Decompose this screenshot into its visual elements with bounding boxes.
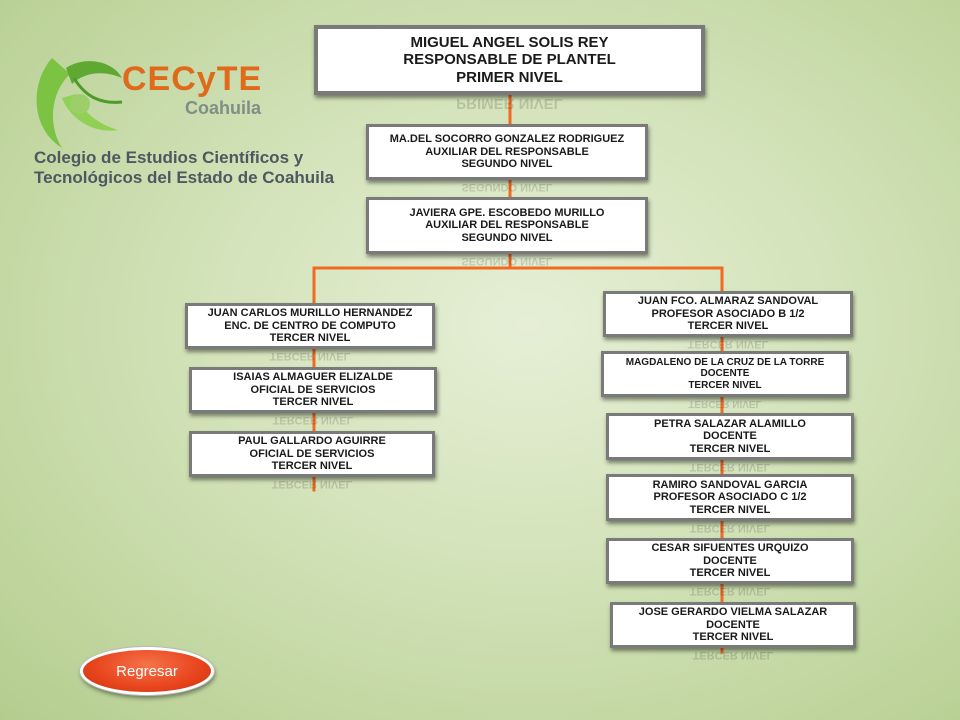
node-reflection: TERCER NIVEL xyxy=(269,350,351,361)
org-node-right-4: RAMIRO SANDOVAL GARCIA PROFESOR ASOCIADO… xyxy=(606,474,854,521)
node-reflection: TERCER NIVEL xyxy=(689,461,771,472)
node-reflection: TERCER NIVEL xyxy=(271,478,353,489)
org-node-right-5: CESAR SIFUENTES URQUIZO DOCENTE TERCER N… xyxy=(606,538,854,584)
node-role: DOCENTE xyxy=(700,368,750,380)
node-role: OFICIAL DE SERVICIOS xyxy=(250,383,376,396)
node-level: TERCER NIVEL xyxy=(688,379,762,391)
node-name: PETRA SALAZAR ALAMILLO xyxy=(654,417,806,430)
node-level: TERCER NIVEL xyxy=(689,567,771,580)
node-role: AUXILIAR DEL RESPONSABLE xyxy=(425,145,589,158)
node-name: JUAN FCO. ALMARAZ SANDOVAL xyxy=(637,295,819,308)
org-node-right-1: JUAN FCO. ALMARAZ SANDOVAL PROFESOR ASOC… xyxy=(603,291,853,337)
node-reflection: TERCER NIVEL xyxy=(688,398,762,408)
node-level: TERCER NIVEL xyxy=(271,460,353,473)
org-node-auxiliar-2: JAVIERA GPE. ESCOBEDO MURILLO AUXILIAR D… xyxy=(366,197,648,254)
node-level: TERCER NIVEL xyxy=(692,631,774,644)
node-role: DOCENTE xyxy=(706,618,760,631)
node-role: PROFESOR ASOCIADO B 1/2 xyxy=(651,307,805,320)
node-name: RAMIRO SANDOVAL GARCIA xyxy=(652,478,808,491)
logo-name: CECyTE xyxy=(122,60,263,98)
org-node-right-6: JOSE GERARDO VIELMA SALAZAR DOCENTE TERC… xyxy=(610,602,856,648)
node-role: AUXILIAR DEL RESPONSABLE xyxy=(425,219,589,232)
logo-line-2: Tecnológicos del Estado de Coahuila xyxy=(34,168,335,188)
node-reflection: TERCER NIVEL xyxy=(689,522,771,533)
node-name: JAVIERA GPE. ESCOBEDO MURILLO xyxy=(409,206,605,219)
node-role: PROFESOR ASOCIADO C 1/2 xyxy=(653,491,807,504)
org-node-left-1: JUAN CARLOS MURILLO HERNANDEZ ENC. DE CE… xyxy=(185,303,435,349)
node-name: MA.DEL SOCORRO GONZALEZ RODRIGUEZ xyxy=(389,133,625,146)
node-level: PRIMER NIVEL xyxy=(456,68,563,86)
regresar-button[interactable]: Regresar xyxy=(80,647,214,695)
org-node-left-3: PAUL GALLARDO AGUIRRE OFICIAL DE SERVICI… xyxy=(189,431,435,477)
node-name: ISAIAS ALMAGUER ELIZALDE xyxy=(233,371,393,384)
node-level: TERCER NIVEL xyxy=(272,396,354,409)
org-node-left-2: ISAIAS ALMAGUER ELIZALDE OFICIAL DE SERV… xyxy=(189,367,437,413)
node-role: DOCENTE xyxy=(703,430,757,443)
node-name: MAGDALENO DE LA CRUZ DE LA TORRE xyxy=(625,356,825,368)
node-level: TERCER NIVEL xyxy=(689,442,771,455)
node-level: TERCER NIVEL xyxy=(687,320,769,333)
logo-state: Coahuila xyxy=(185,98,262,118)
node-reflection: TERCER NIVEL xyxy=(689,585,771,596)
cecyte-emblem-icon xyxy=(36,58,123,148)
logo-line-1: Colegio de Estudios Científicos y xyxy=(34,148,304,167)
node-reflection: TERCER NIVEL xyxy=(272,414,354,425)
node-reflection: TERCER NIVEL xyxy=(687,338,769,349)
node-name: PAUL GALLARDO AGUIRRE xyxy=(238,435,386,448)
logo-institution-name: Colegio de Estudios Científicos y Tecnol… xyxy=(34,148,334,189)
node-role: ENC. DE CENTRO DE COMPUTO xyxy=(224,319,396,332)
node-level: TERCER NIVEL xyxy=(269,332,351,345)
node-reflection: SEGUNDO NIVEL xyxy=(461,181,553,192)
node-level: SEGUNDO NIVEL xyxy=(461,231,553,244)
node-reflection: TERCER NIVEL xyxy=(692,649,774,660)
node-role: DOCENTE xyxy=(703,554,757,567)
org-node-right-2: MAGDALENO DE LA CRUZ DE LA TORRE DOCENTE… xyxy=(601,351,849,397)
node-name: CESAR SIFUENTES URQUIZO xyxy=(651,542,809,555)
node-name: JOSE GERARDO VIELMA SALAZAR xyxy=(638,606,828,619)
node-name: JUAN CARLOS MURILLO HERNANDEZ xyxy=(207,307,413,320)
node-role: OFICIAL DE SERVICIOS xyxy=(249,447,375,460)
org-node-auxiliar-1: MA.DEL SOCORRO GONZALEZ RODRIGUEZ AUXILI… xyxy=(366,124,648,180)
org-node-right-3: PETRA SALAZAR ALAMILLO DOCENTE TERCER NI… xyxy=(606,413,854,460)
node-name: MIGUEL ANGEL SOLIS REY xyxy=(410,34,609,52)
node-level: TERCER NIVEL xyxy=(689,503,771,516)
node-reflection: SEGUNDO NIVEL xyxy=(461,255,553,266)
org-node-responsable: MIGUEL ANGEL SOLIS REY RESPONSABLE DE PL… xyxy=(314,25,705,95)
node-reflection: PRIMER NIVEL xyxy=(456,96,563,110)
node-role: RESPONSABLE DE PLANTEL xyxy=(403,51,616,69)
node-level: SEGUNDO NIVEL xyxy=(461,158,553,171)
